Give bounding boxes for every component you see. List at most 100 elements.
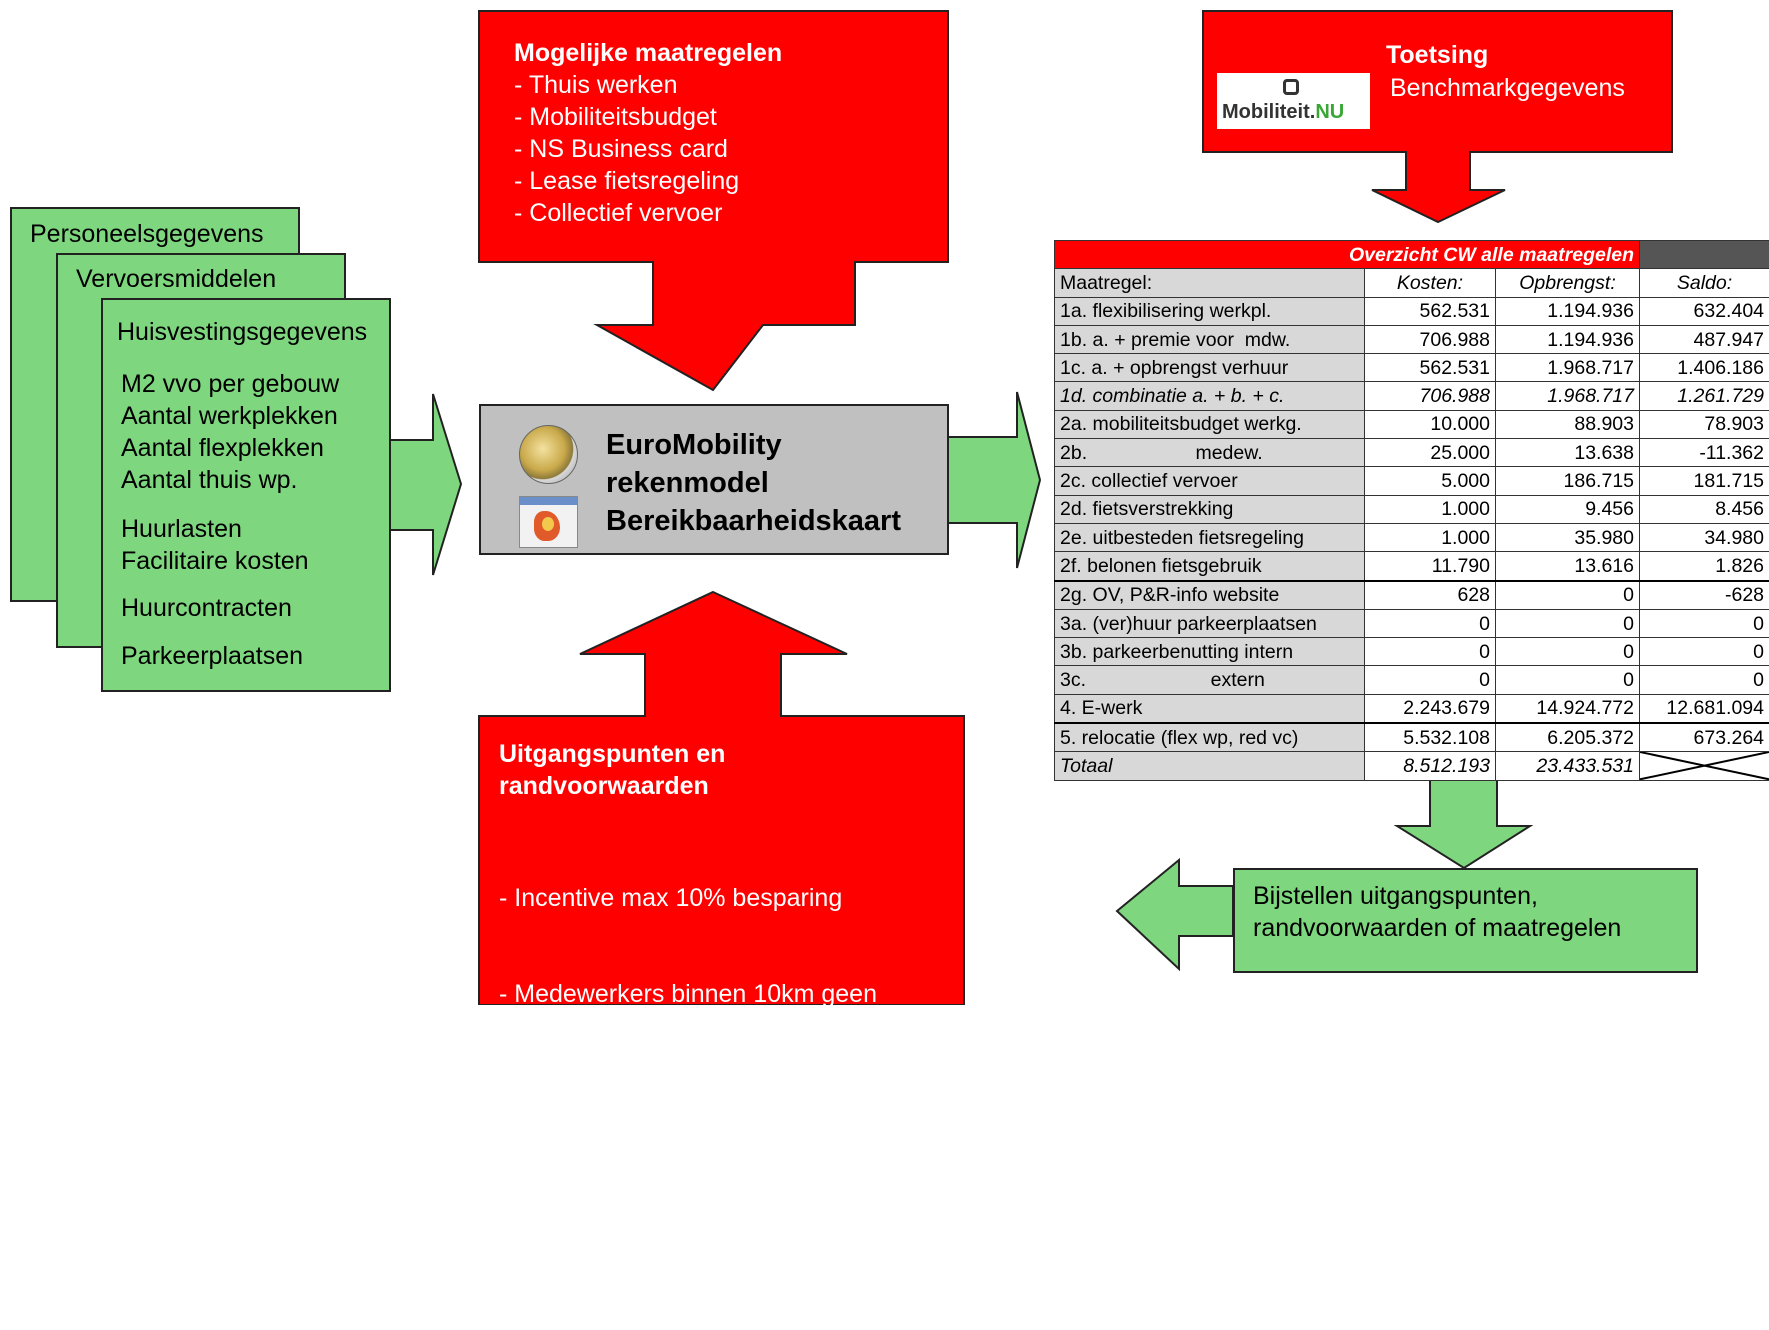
value-cell: 11.790 bbox=[1365, 552, 1496, 581]
toetsing-subtitle: Benchmarkgegevens bbox=[1390, 72, 1625, 104]
maatregel-item: - Mobiliteitsbudget bbox=[514, 101, 739, 133]
value-cell: 5.000 bbox=[1365, 467, 1496, 495]
value-cell: 1.194.936 bbox=[1496, 325, 1640, 353]
maatregel-cell: 2g. OV, P&R-info website bbox=[1055, 581, 1365, 610]
input-item: Parkeerplaatsen bbox=[121, 640, 303, 672]
bijstellen-text: Bijstellen uitgangspunten, randvoorwaard… bbox=[1253, 880, 1621, 944]
maatregel-cell: 2d. fietsverstrekking bbox=[1055, 495, 1365, 523]
value-cell: 14.924.772 bbox=[1496, 694, 1640, 723]
value-cell: 0 bbox=[1640, 666, 1769, 694]
value-cell: 0 bbox=[1496, 666, 1640, 694]
value-cell: -11.362 bbox=[1640, 439, 1769, 467]
maatregel-cell: 3a. (ver)huur parkeerplaatsen bbox=[1055, 609, 1365, 637]
maatregel-cell: 1c. a. + opbrengst verhuur bbox=[1055, 354, 1365, 382]
output-arrow bbox=[948, 392, 1040, 568]
input-item: Huurlasten bbox=[121, 513, 309, 545]
header-cell: Maatregel: bbox=[1055, 269, 1365, 297]
maatregel-cell: 1d. combinatie a. + b. + c. bbox=[1055, 382, 1365, 410]
value-cell: 88.903 bbox=[1496, 410, 1640, 438]
crossed-cell-icon bbox=[1640, 752, 1769, 779]
value-cell: 487.947 bbox=[1640, 325, 1769, 353]
value-cell: 9.456 bbox=[1496, 495, 1640, 523]
maatregel-cell: 1b. a. + premie voor mdw. bbox=[1055, 325, 1365, 353]
toetsing-title: Toetsing bbox=[1386, 39, 1488, 71]
bijstellen-line: randvoorwaarden of maatregelen bbox=[1253, 912, 1621, 944]
value-cell: 0 bbox=[1365, 609, 1496, 637]
value-cell: 628 bbox=[1365, 581, 1496, 610]
input-group-1: M2 vvo per gebouw Aantal werkplekken Aan… bbox=[121, 368, 339, 496]
model-line: rekenmodel bbox=[606, 464, 901, 502]
uitgangspunt-item: - Thuiswerken max 20% ect. bbox=[499, 1266, 914, 1298]
mobiliteit-nu-logo: Mobiliteit.NU bbox=[1217, 73, 1370, 129]
value-cell: 706.988 bbox=[1365, 382, 1496, 410]
value-cell: 78.903 bbox=[1640, 410, 1769, 438]
value-cell: 1.968.717 bbox=[1496, 354, 1640, 382]
maatregel-cell: 3b. parkeerbenutting intern bbox=[1055, 638, 1365, 666]
value-cell: 0 bbox=[1640, 609, 1769, 637]
huisvestingsgegevens-title: Huisvestingsgegevens bbox=[117, 316, 367, 348]
maatregel-item: - Collectief vervoer bbox=[514, 197, 739, 229]
logo-text: Mobiliteit. bbox=[1222, 101, 1315, 123]
value-cell: 0 bbox=[1640, 638, 1769, 666]
bijstellen-line: Bijstellen uitgangspunten, bbox=[1253, 880, 1621, 912]
value-cell: 12.681.094 bbox=[1640, 694, 1769, 723]
maatregel-cell: 2e. uitbesteden fietsregeling bbox=[1055, 523, 1365, 551]
input-item: Aantal flexplekken bbox=[121, 432, 339, 464]
input-item: M2 vvo per gebouw bbox=[121, 368, 339, 400]
value-cell: 181.715 bbox=[1640, 467, 1769, 495]
model-line: EuroMobility bbox=[606, 426, 901, 464]
maatregelen-list: - Thuis werken - Mobiliteitsbudget - NS … bbox=[514, 69, 739, 229]
uitgangspunt-item: - Incentive max 10% besparing bbox=[499, 882, 914, 914]
value-cell: -628 bbox=[1640, 581, 1769, 610]
value-cell: 673.264 bbox=[1640, 723, 1769, 752]
value-cell: 13.638 bbox=[1496, 439, 1640, 467]
value-cell: 1.194.936 bbox=[1496, 297, 1640, 325]
value-cell: 0 bbox=[1365, 638, 1496, 666]
vervoersmiddelen-title: Vervoersmiddelen bbox=[76, 263, 276, 295]
total-value: 8.512.193 bbox=[1365, 752, 1496, 780]
value-cell: 5.532.108 bbox=[1365, 723, 1496, 752]
table-title-filler bbox=[1640, 241, 1769, 269]
value-cell: 1.968.717 bbox=[1496, 382, 1640, 410]
uitgangspunten-list: - Incentive max 10% besparing - Medewerk… bbox=[499, 818, 914, 1330]
logo-mark-icon bbox=[1283, 79, 1299, 95]
logo-text-accent: NU bbox=[1315, 101, 1344, 123]
maatregel-cell: 3c. extern bbox=[1055, 666, 1365, 694]
value-cell: 562.531 bbox=[1365, 354, 1496, 382]
uitgangspunt-item: - Lease auto’s voor bepaalde functies bbox=[499, 1170, 914, 1202]
total-value: 23.433.531 bbox=[1496, 752, 1640, 780]
value-cell: 1.261.729 bbox=[1640, 382, 1769, 410]
value-cell: 1.000 bbox=[1365, 523, 1496, 551]
title-line: randvoorwaarden bbox=[499, 770, 725, 802]
value-cell: 35.980 bbox=[1496, 523, 1640, 551]
table-title-row: Overzicht CW alle maatregelen bbox=[1055, 241, 1769, 269]
total-value bbox=[1640, 752, 1769, 780]
feedback-arrow bbox=[1117, 860, 1233, 969]
value-cell: 8.456 bbox=[1640, 495, 1769, 523]
title-line: Uitgangspunten en bbox=[499, 738, 725, 770]
value-cell: 34.980 bbox=[1640, 523, 1769, 551]
model-line: Bereikbaarheidskaart bbox=[606, 502, 901, 540]
value-cell: 0 bbox=[1365, 666, 1496, 694]
value-cell: 0 bbox=[1496, 609, 1640, 637]
header-cell: Saldo: bbox=[1640, 269, 1769, 297]
value-cell: 13.616 bbox=[1496, 552, 1640, 581]
uitgangspunten-title: Uitgangspunten en randvoorwaarden bbox=[499, 738, 725, 802]
value-cell: 186.715 bbox=[1496, 467, 1640, 495]
value-cell: 562.531 bbox=[1365, 297, 1496, 325]
uitgangspunt-item: - Medewerkers binnen 10km geen bbox=[499, 978, 914, 1010]
input-item: Facilitaire kosten bbox=[121, 545, 309, 577]
uitgangspunt-item: parkeerplaats meer. bbox=[499, 1074, 914, 1106]
